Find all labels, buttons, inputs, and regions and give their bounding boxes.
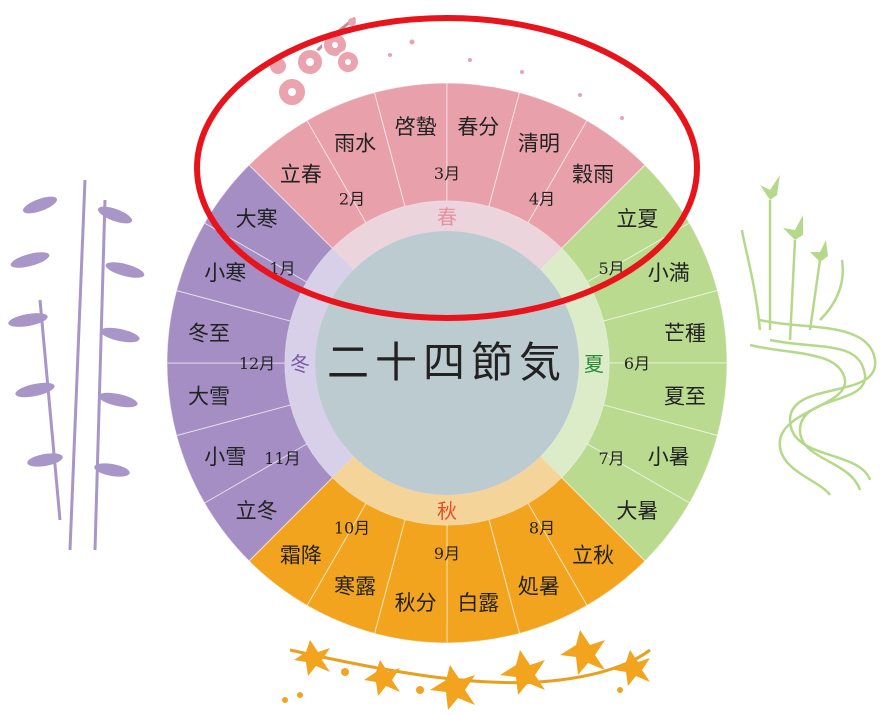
season-label-winter: 冬 bbox=[290, 352, 310, 376]
term-label: 小雪 bbox=[204, 445, 246, 469]
month-label: 7月 bbox=[598, 449, 624, 468]
term-label: 雨水 bbox=[334, 131, 376, 155]
term-label: 清明 bbox=[518, 131, 560, 155]
term-label: 大雪 bbox=[188, 384, 230, 408]
term-label: 秋分 bbox=[395, 591, 437, 615]
month-label: 1月 bbox=[269, 259, 295, 278]
iris-icon bbox=[740, 175, 877, 496]
term-label: 夏至 bbox=[664, 384, 706, 408]
season-band-autumn bbox=[332, 456, 562, 526]
decorations bbox=[8, 16, 877, 710]
term-label: 春分 bbox=[457, 115, 499, 139]
season-label-summer: 夏 bbox=[584, 352, 604, 376]
term-label: 立夏 bbox=[616, 207, 658, 231]
term-label: 小満 bbox=[648, 261, 690, 285]
season-band-spring bbox=[332, 201, 562, 270]
term-label: 啓蟄 bbox=[395, 115, 437, 139]
season-inner-ring bbox=[285, 201, 609, 526]
bamboo-icon bbox=[8, 179, 145, 551]
month-label: 5月 bbox=[598, 259, 624, 278]
month-label: 10月 bbox=[334, 519, 370, 538]
ring-labels: 立春雨水啓蟄春分清明穀雨立夏小満芒種夏至小暑大暑立秋処暑白露秋分寒露霜降立冬 小雪… bbox=[188, 115, 706, 615]
season-label-autumn: 秋 bbox=[437, 499, 457, 523]
term-label: 穀雨 bbox=[572, 163, 614, 187]
term-label: 小暑 bbox=[648, 445, 690, 469]
term-label: 霜降 bbox=[280, 543, 322, 567]
term-label: 寒露 bbox=[334, 575, 376, 599]
highlight-ellipse bbox=[194, 15, 700, 321]
month-label: 9月 bbox=[434, 544, 460, 563]
month-label: 8月 bbox=[529, 519, 555, 538]
month-label: 11月 bbox=[264, 449, 300, 468]
maple-branch-icon bbox=[282, 630, 651, 710]
month-label: 3月 bbox=[434, 164, 460, 183]
sekki-ring bbox=[166, 82, 728, 644]
center-disc bbox=[315, 231, 579, 495]
month-label: 12月 bbox=[239, 354, 275, 373]
season-band-summer bbox=[540, 248, 609, 478]
term-label: 白露 bbox=[457, 591, 499, 615]
term-label: 小寒 bbox=[204, 261, 246, 285]
month-label: 4月 bbox=[529, 189, 555, 208]
term-label: 処暑 bbox=[518, 575, 560, 599]
term-label: 大寒 bbox=[236, 207, 278, 231]
term-label: 冬至 bbox=[188, 322, 230, 346]
term-label: 立冬 bbox=[236, 499, 278, 523]
page-title: 二十四節気 bbox=[327, 338, 567, 387]
term-label: 立春 bbox=[280, 163, 322, 187]
season-band-winter bbox=[285, 248, 354, 478]
term-label: 大暑 bbox=[616, 499, 658, 523]
term-label: 立秋 bbox=[572, 543, 614, 567]
month-label: 2月 bbox=[339, 189, 365, 208]
season-label-spring: 春 bbox=[437, 205, 457, 229]
term-label: 芒種 bbox=[664, 322, 706, 346]
month-label: 6月 bbox=[624, 354, 650, 373]
